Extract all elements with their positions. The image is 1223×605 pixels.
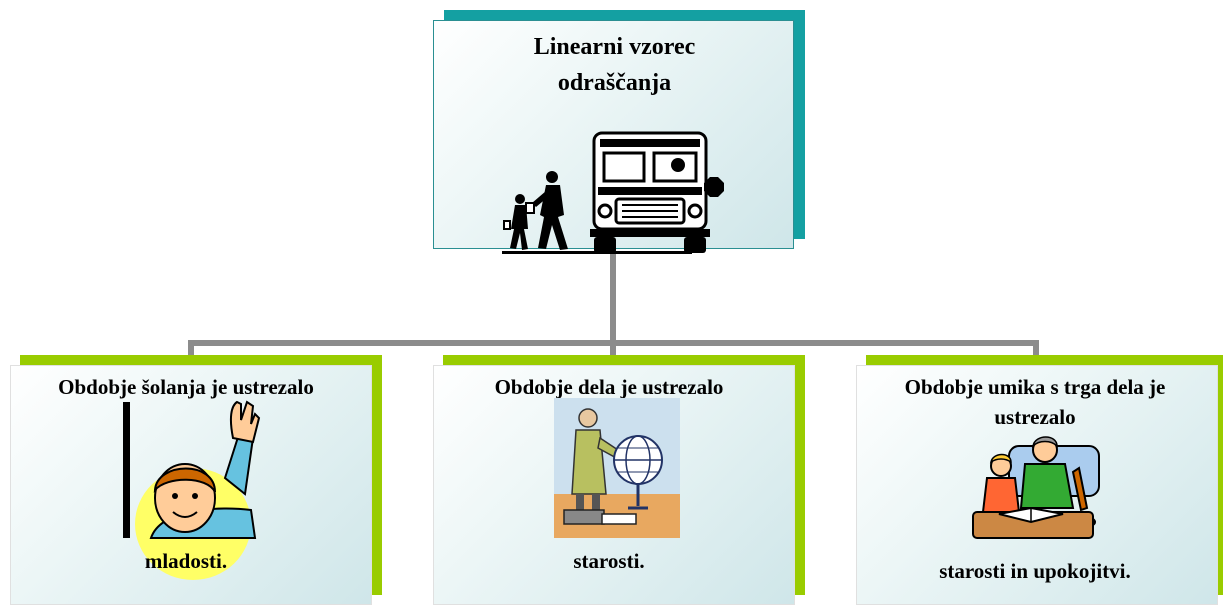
connector-drop-right bbox=[1033, 340, 1039, 364]
child-heading: Obdobje dela je ustrezalo bbox=[494, 375, 724, 399]
child-heading: Obdobje šolanja je ustrezalo bbox=[58, 375, 314, 399]
child-heading-line2: ustrezalo bbox=[994, 405, 1076, 429]
teacher-with-globe-icon bbox=[554, 398, 680, 538]
child-node-work: Obdobje dela je ustrezalo starosti. bbox=[433, 365, 795, 605]
connector-drop-middle bbox=[610, 340, 616, 364]
child-node-schooling: Obdobje šolanja je ustrezalo mladosti. bbox=[10, 365, 372, 605]
root-title-line2: odraščanja bbox=[557, 70, 672, 96]
child-footer: mladosti. bbox=[144, 549, 228, 573]
child-raising-hand-icon bbox=[123, 400, 261, 580]
child-heading: Obdobje umika s trga dela je bbox=[904, 375, 1166, 399]
root-title-line1: Linearni vzorec bbox=[533, 34, 696, 60]
child-footer: starosti in upokojitvi. bbox=[939, 559, 1131, 583]
child-node-retirement: Obdobje umika s trga dela je ustrezalo s… bbox=[856, 365, 1218, 605]
connector-drop-left bbox=[188, 340, 194, 364]
child-footer: starosti. bbox=[573, 549, 645, 573]
connector-vertical-root bbox=[610, 248, 616, 344]
grandparent-reading-with-child-icon bbox=[972, 436, 1100, 539]
school-bus-children-icon bbox=[502, 131, 724, 254]
root-node: Linearni vzorec odraščanja bbox=[433, 20, 794, 254]
